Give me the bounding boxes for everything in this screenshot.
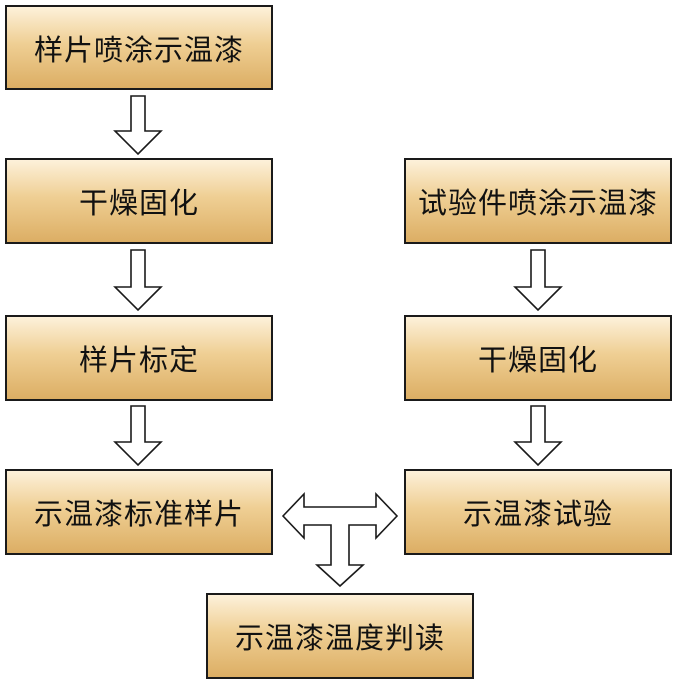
step-sample-spray-paint: 样片喷涂示温漆 bbox=[5, 5, 273, 90]
down-arrow-icon bbox=[513, 249, 563, 312]
down-arrow-icon bbox=[113, 405, 163, 467]
step-label: 试验件喷涂示温漆 bbox=[417, 186, 658, 220]
down-arrow-icon bbox=[113, 95, 163, 156]
down-arrow-icon bbox=[113, 249, 163, 312]
step-label: 示温漆温度判读 bbox=[234, 621, 445, 655]
step-paint-test: 示温漆试验 bbox=[404, 469, 672, 555]
step-sample-dry-cure: 干燥固化 bbox=[5, 158, 273, 244]
step-label: 示温漆试验 bbox=[462, 497, 613, 531]
step-temperature-reading: 示温漆温度判读 bbox=[206, 593, 474, 679]
step-label: 示温漆标准样片 bbox=[33, 497, 244, 531]
down-arrow-icon bbox=[513, 405, 563, 467]
step-label: 干燥固化 bbox=[477, 343, 598, 377]
merge-arrow-icon bbox=[281, 492, 399, 588]
step-label: 干燥固化 bbox=[78, 186, 199, 220]
step-testpiece-dry-cure: 干燥固化 bbox=[404, 315, 672, 401]
step-label: 样片喷涂示温漆 bbox=[33, 32, 244, 67]
step-label: 样片标定 bbox=[78, 343, 199, 377]
step-standard-sample: 示温漆标准样片 bbox=[5, 469, 273, 555]
step-testpiece-spray-paint: 试验件喷涂示温漆 bbox=[404, 158, 672, 244]
step-sample-calibration: 样片标定 bbox=[5, 315, 273, 401]
